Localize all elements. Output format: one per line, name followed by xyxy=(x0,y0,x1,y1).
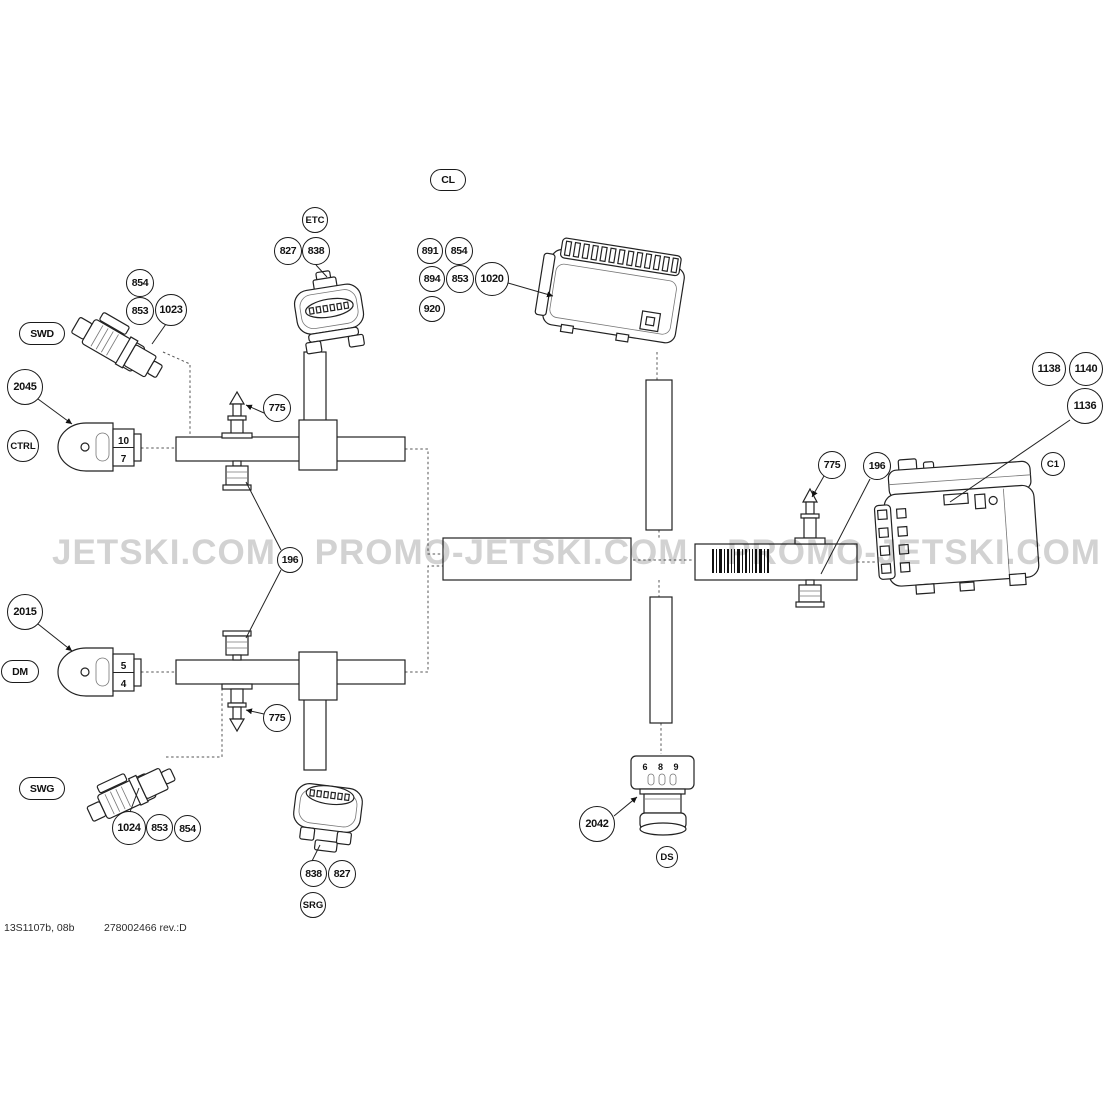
callout-920-ecu: 920 xyxy=(419,296,445,322)
callout-838-srg: 838 xyxy=(300,860,327,887)
doc-code: 13S1107b, 08b xyxy=(4,922,75,934)
callout-827-etc: 827 xyxy=(274,237,302,265)
callout-854-swd: 854 xyxy=(126,269,154,297)
callout-1136: 1136 xyxy=(1067,388,1103,424)
swd-connector xyxy=(71,312,163,378)
callout-775-top: 775 xyxy=(263,394,291,422)
callout-853-swd: 853 xyxy=(126,297,154,325)
ctrl-pin-top-label: 10 xyxy=(118,436,130,447)
ctrl-pin-bottom-label: 7 xyxy=(121,454,127,465)
dm-pin-top-label: 5 xyxy=(121,661,127,672)
callout-2045: 2045 xyxy=(7,369,43,405)
dm-connector: 5 4 xyxy=(57,647,142,697)
lower-harness-junction xyxy=(175,630,406,771)
ecu-connector xyxy=(534,237,685,344)
callout-1024-swg: 1024 xyxy=(112,811,146,845)
callout-854-swg: 854 xyxy=(174,815,201,842)
callout-ctrl: CTRL xyxy=(7,430,39,462)
callout-1020-ecu: 1020 xyxy=(475,262,509,296)
etc-connector xyxy=(293,270,365,355)
callout-854-ecu: 854 xyxy=(445,237,473,265)
callout-853-ecu: 853 xyxy=(446,265,474,293)
barcode-label xyxy=(712,549,769,573)
callout-dm: DM xyxy=(1,660,39,683)
callout-swg: SWG xyxy=(19,777,65,800)
harness-cables xyxy=(442,379,858,724)
callout-ds: DS xyxy=(656,846,678,868)
upper-harness-junction xyxy=(175,351,406,491)
dm-pin-bottom-label: 4 xyxy=(121,679,127,690)
ctrl-connector: 10 7 xyxy=(57,422,142,472)
callout-1023-swd: 1023 xyxy=(155,294,187,326)
callout-196-right: 196 xyxy=(863,452,891,480)
callout-894-ecu: 894 xyxy=(419,266,445,292)
callout-775-bottom: 775 xyxy=(263,704,291,732)
callout-827-srg: 827 xyxy=(328,860,356,888)
callout-c1: C1 xyxy=(1041,452,1065,476)
callout-swd: SWD xyxy=(19,322,65,345)
callout-891-ecu: 891 xyxy=(417,238,443,264)
callout-853-swg: 853 xyxy=(146,814,173,841)
callout-srg: SRG xyxy=(300,892,326,918)
leader-lines xyxy=(37,264,1071,862)
callout-cl: CL xyxy=(430,169,466,191)
part-reference: 278002466 rev.:D xyxy=(104,922,187,934)
callout-2042: 2042 xyxy=(579,806,615,842)
callout-etc: ETC xyxy=(302,207,328,233)
callout-2015: 2015 xyxy=(7,594,43,630)
srg-connector xyxy=(293,783,363,853)
c1-module xyxy=(873,458,1040,595)
ds-pin-numbers: 6 8 9 xyxy=(642,762,682,772)
right-pushpin-clamp xyxy=(794,487,826,608)
callout-775-right: 775 xyxy=(818,451,846,479)
callout-1140: 1140 xyxy=(1069,352,1103,386)
ds-connector: 6 8 9 xyxy=(630,755,695,836)
callout-196-middle: 196 xyxy=(277,547,303,573)
callout-1138: 1138 xyxy=(1032,352,1066,386)
callout-838-etc: 838 xyxy=(302,237,330,265)
